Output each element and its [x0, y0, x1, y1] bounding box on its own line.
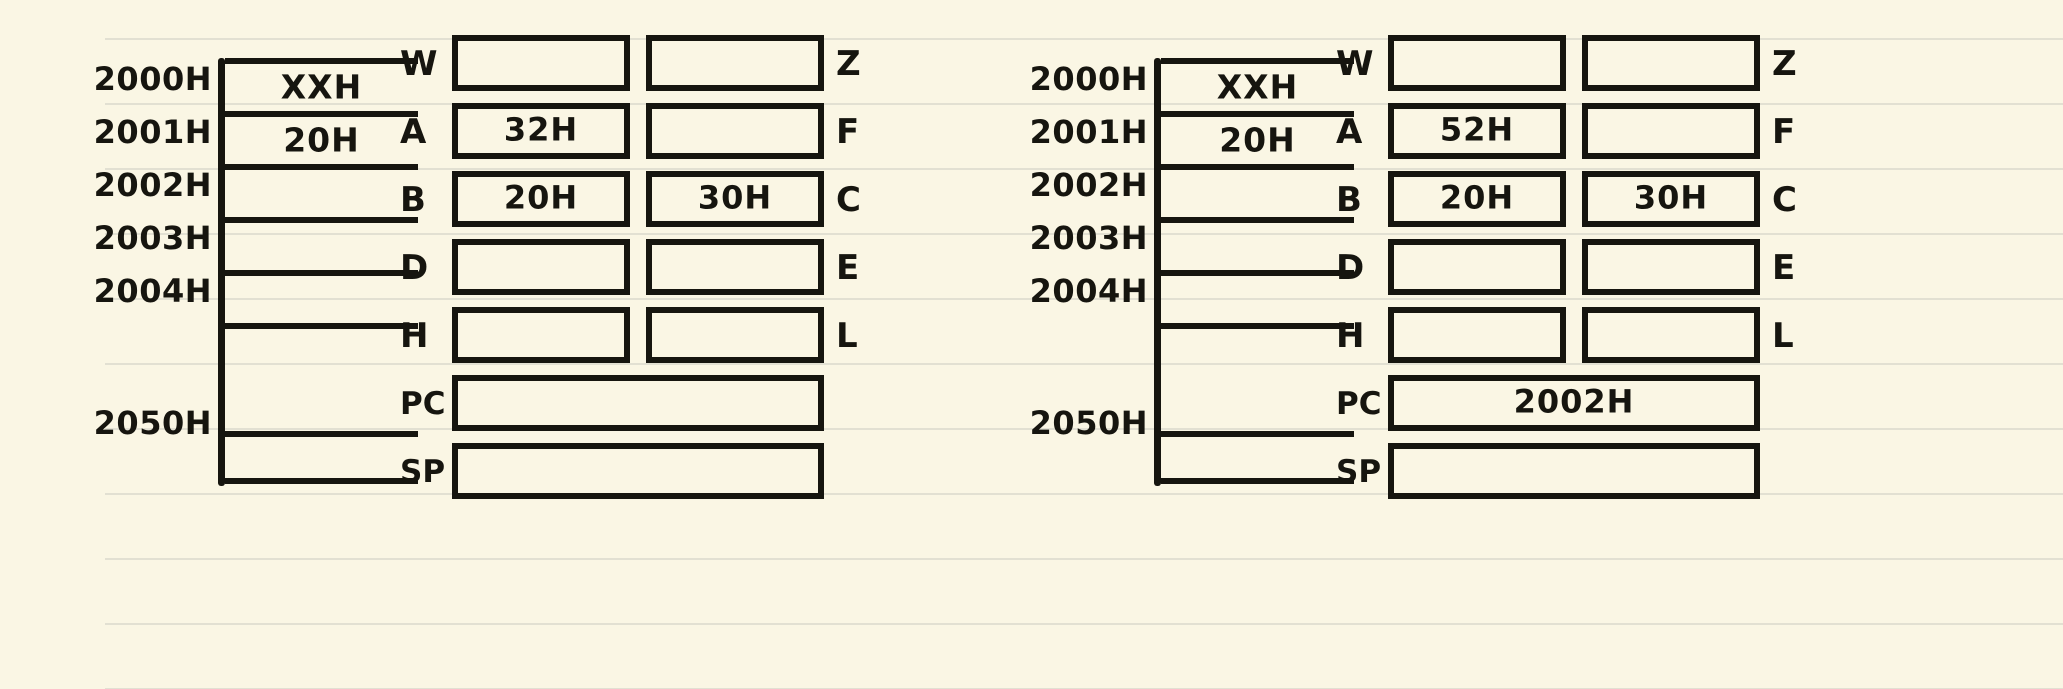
- memory-address-2000h: 2000H: [93, 60, 212, 98]
- register-label-d: D: [400, 248, 429, 288]
- register-box-h[interactable]: [1388, 307, 1566, 363]
- memory-address-2050h: 2050H: [1029, 404, 1148, 442]
- memory-cell[interactable]: XXH: [1161, 58, 1354, 111]
- register-value-a: 32H: [503, 110, 579, 149]
- memory-cell[interactable]: [1161, 270, 1354, 323]
- register-label-w: W: [400, 44, 438, 84]
- register-label-z: Z: [1772, 44, 1797, 84]
- register-box-e[interactable]: [1582, 239, 1760, 295]
- register-label-l: L: [836, 316, 858, 356]
- memory-cell[interactable]: 20H: [225, 111, 418, 164]
- register-box-sp[interactable]: [1388, 443, 1760, 499]
- memory-cell-list: XXH 20H: [1161, 58, 1354, 484]
- register-value-a: 52H: [1439, 110, 1515, 149]
- memory-address-2050h: 2050H: [93, 404, 212, 442]
- register-label-pc: PC: [400, 386, 446, 422]
- register-label-h: H: [400, 316, 429, 356]
- register-value-b: 20H: [503, 178, 579, 217]
- register-label-c: C: [836, 180, 861, 220]
- register-box-b[interactable]: 20H: [452, 171, 630, 227]
- register-label-a: A: [1336, 112, 1363, 152]
- register-box-z[interactable]: [1582, 35, 1760, 91]
- memory-cell-list: XXH 20H: [225, 58, 418, 484]
- register-box-h[interactable]: [452, 307, 630, 363]
- register-box-sp[interactable]: [452, 443, 824, 499]
- memory-address-2004h: 2004H: [93, 272, 212, 310]
- memory-cell[interactable]: [1161, 217, 1354, 270]
- register-box-w[interactable]: [452, 35, 630, 91]
- register-box-c[interactable]: 30H: [1582, 171, 1760, 227]
- register-label-f: F: [836, 112, 860, 152]
- register-box-pc[interactable]: 2002H: [1388, 375, 1760, 431]
- register-box-z[interactable]: [646, 35, 824, 91]
- register-label-pc: PC: [1336, 386, 1382, 422]
- memory-cell[interactable]: 20H: [1161, 111, 1354, 164]
- register-box-pc[interactable]: [452, 375, 824, 431]
- register-box-f[interactable]: [646, 103, 824, 159]
- memory-cell[interactable]: [225, 270, 418, 323]
- memory-cell-value: XXH: [1216, 67, 1299, 107]
- memory-cell-gap[interactable]: [225, 323, 418, 431]
- memory-address-2004h: 2004H: [1029, 272, 1148, 310]
- memory-cell-value: 20H: [283, 120, 360, 160]
- memory-address-2003h: 2003H: [93, 219, 212, 257]
- memory-cell-value: 20H: [1219, 120, 1296, 160]
- memory-address-2000h: 2000H: [1029, 60, 1148, 98]
- register-box-b[interactable]: 20H: [1388, 171, 1566, 227]
- register-value-pc: 2002H: [1513, 382, 1635, 421]
- memory-left-rail: [218, 58, 225, 486]
- register-box-f[interactable]: [1582, 103, 1760, 159]
- register-label-f: F: [1772, 112, 1796, 152]
- register-label-e: E: [836, 248, 860, 288]
- memory-cell-gap[interactable]: [1161, 323, 1354, 431]
- memory-address-2002h: 2002H: [1029, 166, 1148, 204]
- register-label-sp: SP: [1336, 454, 1382, 490]
- memory-address-2002h: 2002H: [93, 166, 212, 204]
- register-box-d[interactable]: [1388, 239, 1566, 295]
- memory-left-rail: [1154, 58, 1161, 486]
- register-label-z: Z: [836, 44, 861, 84]
- register-label-h: H: [1336, 316, 1365, 356]
- register-box-d[interactable]: [452, 239, 630, 295]
- register-label-c: C: [1772, 180, 1797, 220]
- memory-cell[interactable]: [225, 217, 418, 270]
- register-label-d: D: [1336, 248, 1365, 288]
- register-label-l: L: [1772, 316, 1794, 356]
- memory-address-2001h: 2001H: [93, 113, 212, 151]
- memory-cell[interactable]: [225, 431, 418, 484]
- register-value-c: 30H: [697, 178, 773, 217]
- register-value-b: 20H: [1439, 178, 1515, 217]
- register-box-e[interactable]: [646, 239, 824, 295]
- register-box-a[interactable]: 32H: [452, 103, 630, 159]
- register-box-w[interactable]: [1388, 35, 1566, 91]
- panel-after-execution: 2000H 2001H 2002H 2003H 2004H 2050H XXH …: [1030, 0, 2060, 689]
- register-box-c[interactable]: 30H: [646, 171, 824, 227]
- register-box-a[interactable]: 52H: [1388, 103, 1566, 159]
- panel-before-execution: 2000H 2001H 2002H 2003H 2004H 2050H XXH …: [0, 0, 1030, 689]
- register-box-l[interactable]: [646, 307, 824, 363]
- register-label-b: B: [1336, 180, 1362, 220]
- memory-address-2003h: 2003H: [1029, 219, 1148, 257]
- register-label-w: W: [1336, 44, 1374, 84]
- register-label-a: A: [400, 112, 427, 152]
- memory-cell-value: XXH: [280, 67, 363, 107]
- register-label-sp: SP: [400, 454, 446, 490]
- register-value-c: 30H: [1633, 178, 1709, 217]
- register-label-e: E: [1772, 248, 1796, 288]
- register-box-l[interactable]: [1582, 307, 1760, 363]
- memory-cell[interactable]: XXH: [225, 58, 418, 111]
- memory-cell[interactable]: [225, 164, 418, 217]
- memory-cell[interactable]: [1161, 164, 1354, 217]
- register-label-b: B: [400, 180, 426, 220]
- memory-address-2001h: 2001H: [1029, 113, 1148, 151]
- memory-cell[interactable]: [1161, 431, 1354, 484]
